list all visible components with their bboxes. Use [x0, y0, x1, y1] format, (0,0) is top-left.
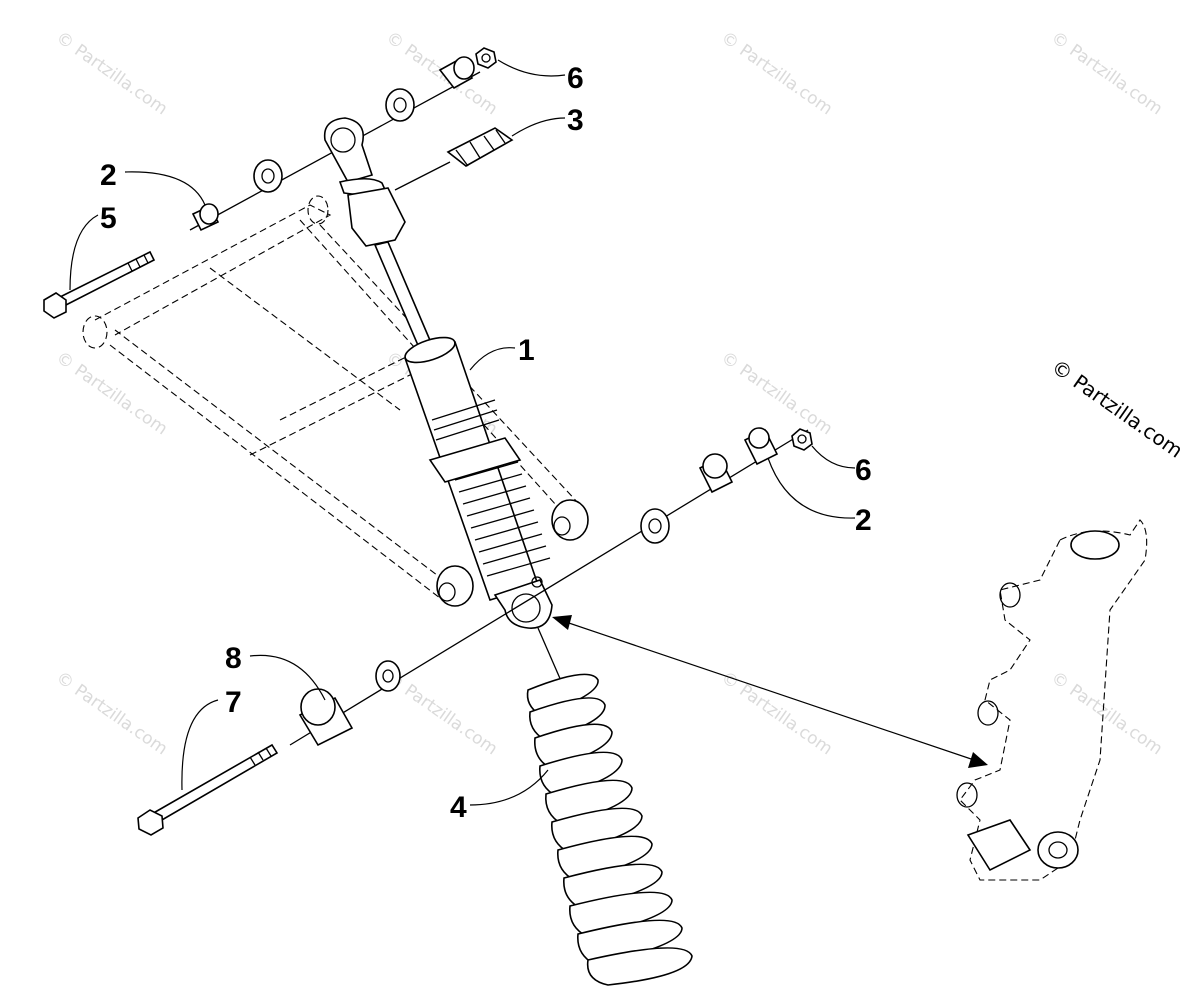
- callout-2-upper: 2: [100, 159, 117, 192]
- watermark: © Partzilla.com: [717, 28, 836, 120]
- callout-4: 4: [450, 791, 467, 824]
- right-sleeve-2: [743, 427, 779, 466]
- callout-5: 5: [100, 202, 117, 235]
- upper-washer-right: [385, 88, 415, 122]
- steering-knuckle: [956, 519, 1148, 881]
- right-nut-6: [791, 428, 813, 451]
- upper-sleeve-2: [191, 203, 220, 232]
- watermark: © Partzilla.com: [1047, 668, 1166, 760]
- callout-3: 3: [567, 104, 584, 137]
- watermark: © Partzilla.com: [717, 348, 836, 440]
- callout-6-right: 6: [855, 454, 872, 487]
- right-washer: [640, 508, 670, 544]
- watermark: © Partzilla.com: [52, 668, 171, 760]
- upper-nut-6: [475, 47, 497, 69]
- callouts: 1 2 2 3 4 5 6 6 7 8: [100, 62, 872, 824]
- upper-washer-left: [253, 159, 283, 193]
- upper-insert-line: [394, 161, 451, 191]
- watermark: © Partzilla.com: [52, 348, 171, 440]
- insert-3: [446, 127, 514, 167]
- mounting-arrow: [552, 615, 988, 768]
- callout-1: 1: [518, 334, 535, 367]
- upper-bushing: [438, 56, 475, 90]
- leader-lines: [69, 59, 856, 806]
- right-bushing: [698, 453, 734, 494]
- callout-2-right: 2: [855, 504, 872, 537]
- watermark-layer: © Partzilla.com © Partzilla.com © Partzi…: [52, 28, 1166, 760]
- brand-watermark: © Partzilla.com: [1047, 354, 1187, 462]
- upper-bolt: [43, 250, 156, 319]
- coil-spring: [526, 673, 693, 986]
- lower-bushing-8: [298, 688, 354, 747]
- callout-7: 7: [225, 686, 242, 719]
- callout-6-upper: 6: [567, 62, 584, 95]
- lower-washer: [375, 660, 401, 692]
- callout-8: 8: [225, 642, 242, 675]
- lower-bolt-7: [137, 743, 279, 836]
- watermark: © Partzilla.com: [717, 668, 836, 760]
- watermark: © Partzilla.com: [1047, 28, 1166, 120]
- watermark: © Partzilla.com: [52, 28, 171, 120]
- shock-absorber: [323, 117, 553, 629]
